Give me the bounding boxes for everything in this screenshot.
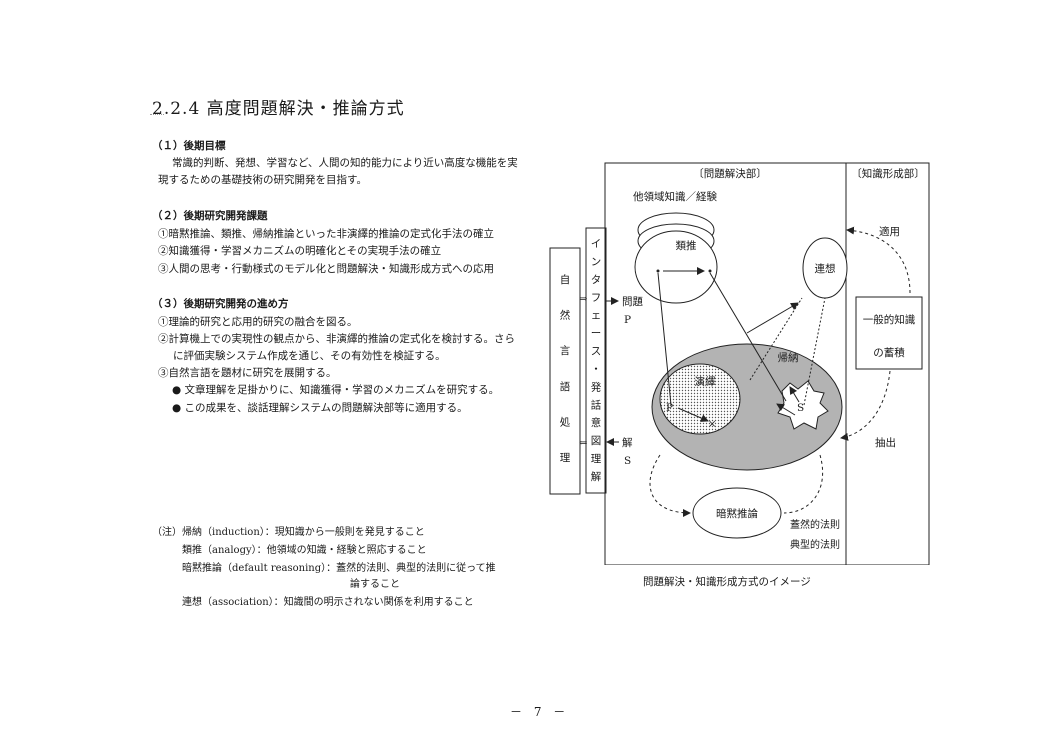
problem-solving-label: 〔問題解決部〕 bbox=[693, 167, 767, 180]
if-vert-char: 話 bbox=[591, 398, 602, 411]
section-1-text-line2: 現するための基礎技術の研究開発を目指す。 bbox=[158, 174, 367, 186]
nlp-vert-char: 処 bbox=[560, 415, 571, 428]
analogy-ellipse bbox=[634, 230, 718, 304]
problem-var-label: P bbox=[624, 314, 631, 326]
general-knowledge-label: 一般的知識 bbox=[863, 313, 916, 326]
section-3-item: ①理論的研究と応用的研究の融合を図る。 bbox=[158, 316, 358, 328]
problem-solving-diagram: 〔問題解決部〕 〔知識形成部〕 他領域知識／経験 類推 連想 帰納 演繹 P ×… bbox=[549, 162, 930, 565]
default-reasoning-ellipse bbox=[692, 487, 782, 539]
default-reasoning-label: 暗黙推論 bbox=[716, 507, 758, 520]
apply-arrow bbox=[846, 226, 911, 294]
probable-law-label: 蓋然的法則 bbox=[790, 518, 840, 531]
typical-law-label: 典型的法則 bbox=[790, 538, 840, 551]
outer-frame bbox=[604, 162, 930, 565]
title-underline-mark bbox=[150, 114, 164, 115]
deduction-region bbox=[659, 363, 741, 435]
if-vert-char: 意 bbox=[591, 416, 602, 429]
section-3-bullet: ● 文章理解を足掛かりに、知識獲得・学習のメカニズムを研究する。 bbox=[172, 384, 500, 396]
s-arrow-2 bbox=[789, 386, 800, 403]
if-vert-char: フ bbox=[591, 292, 602, 304]
section-3-item: に評価実験システム作成を通じ、その有効性を検証する。 bbox=[173, 350, 446, 362]
general-knowledge-box bbox=[855, 296, 923, 370]
association-arrow bbox=[746, 302, 799, 334]
analogy-to-s-line bbox=[709, 272, 787, 402]
if-vert-char: イ bbox=[591, 238, 602, 250]
if-vert-char: ・ bbox=[591, 363, 602, 375]
nlp-vert-char: 言 bbox=[560, 344, 571, 357]
nlp-vert-char: 理 bbox=[560, 452, 571, 464]
cross-mark: × bbox=[708, 419, 716, 430]
section-1-text-line1: 常識的判断、発想、学習など、人間の知的能力により近い高度な機能を実 bbox=[172, 157, 518, 169]
analogy-label: 類推 bbox=[676, 239, 697, 252]
nlp-vert-char: 語 bbox=[560, 380, 571, 393]
interface-box bbox=[585, 227, 607, 494]
if-vert-char: 図 bbox=[591, 435, 602, 447]
accumulation-label: の蓄積 bbox=[873, 346, 905, 359]
extract-arrow bbox=[840, 370, 891, 441]
section-3-bullet: ● この成果を、談話理解システムの問題解決部等に適用する。 bbox=[172, 402, 468, 414]
other-domain-label: 他領域知識／経験 bbox=[633, 190, 717, 203]
input-double-arrow: ⇒ bbox=[579, 294, 588, 305]
analogy-to-p-line bbox=[657, 272, 672, 406]
if-vert-char: ン bbox=[591, 256, 602, 268]
diagram-caption: 問題解決・知識形成方式のイメージ bbox=[643, 576, 811, 588]
knowledge-forming-label: 〔知識形成部〕 bbox=[851, 167, 925, 180]
note-analogy: 類推（analogy）：他領域の知識・経験と照応すること bbox=[182, 545, 427, 556]
if-vert-char: 理 bbox=[591, 453, 602, 465]
deduction-label: 演繹 bbox=[695, 375, 716, 388]
section-1-heading: （１）後期目標 bbox=[152, 140, 226, 152]
problem-label: 問題 bbox=[622, 296, 643, 308]
apply-label: 適用 bbox=[879, 225, 900, 238]
page-number: － 7 － bbox=[510, 705, 570, 719]
section-2-item: ①暗黙推論、類推、帰納推論といった非演繹的推論の定式化手法の確立 bbox=[158, 228, 494, 240]
if-vert-char: ー bbox=[591, 328, 602, 340]
section-3-item: ②計算機上での実現性の観点から、非演繹的推論の定式化を検討する。さら bbox=[158, 333, 515, 345]
association-dotted-line bbox=[749, 297, 803, 381]
solution-var-label: S bbox=[624, 455, 631, 467]
extract-label: 抽出 bbox=[875, 436, 896, 449]
nlp-vert-char: 自 bbox=[560, 273, 571, 286]
if-vert-char: ェ bbox=[591, 310, 602, 322]
note-default-reasoning-cont: 論すること bbox=[350, 579, 400, 590]
if-vert-char: ス bbox=[591, 346, 602, 358]
section-3-heading: （３）後期研究開発の進め方 bbox=[152, 298, 289, 310]
section-title: 2.2.4 高度問題解決・推論方式 bbox=[152, 99, 405, 119]
note-default-reasoning: 暗黙推論（default reasoning）：蓋然的法則、典型的法則に従って推 bbox=[182, 563, 496, 574]
section-2-item: ③人間の思考・行動様式のモデル化と問題解決・知識形成方式への応用 bbox=[158, 263, 494, 275]
if-vert-char: 発 bbox=[591, 380, 602, 393]
default-reasoning-right-arc bbox=[783, 454, 824, 514]
deduction-arrow bbox=[677, 407, 709, 422]
output-double-arrow: ⇐ bbox=[579, 438, 587, 449]
if-vert-char: 解 bbox=[591, 470, 602, 483]
s-node-label: S bbox=[797, 402, 804, 414]
analogy-source-dot bbox=[656, 269, 660, 273]
association-label: 連想 bbox=[815, 262, 836, 275]
s-arrow-1 bbox=[776, 403, 796, 416]
nlp-box bbox=[549, 247, 581, 495]
section-2-heading: （２）後期研究開発課題 bbox=[152, 210, 268, 222]
if-vert-char: タ bbox=[591, 274, 602, 286]
nlp-vert-char: 然 bbox=[560, 309, 571, 322]
note-association: 連想（association）：知識間の明示されない関係を利用すること bbox=[182, 597, 474, 608]
solution-label: 解 bbox=[622, 436, 633, 449]
analogy-target-dot bbox=[708, 269, 712, 273]
p-node-label: P bbox=[666, 402, 673, 414]
induction-label: 帰納 bbox=[778, 351, 799, 364]
section-2-item: ②知識獲得・学習メカニズムの明確化とその実現手法の確立 bbox=[158, 245, 442, 257]
note-induction: （注）帰納（induction）：現知識から一般則を発見すること bbox=[152, 527, 425, 538]
section-3-item: ③自然言語を題材に研究を展開する。 bbox=[158, 367, 337, 379]
default-reasoning-left-arc bbox=[649, 454, 691, 517]
